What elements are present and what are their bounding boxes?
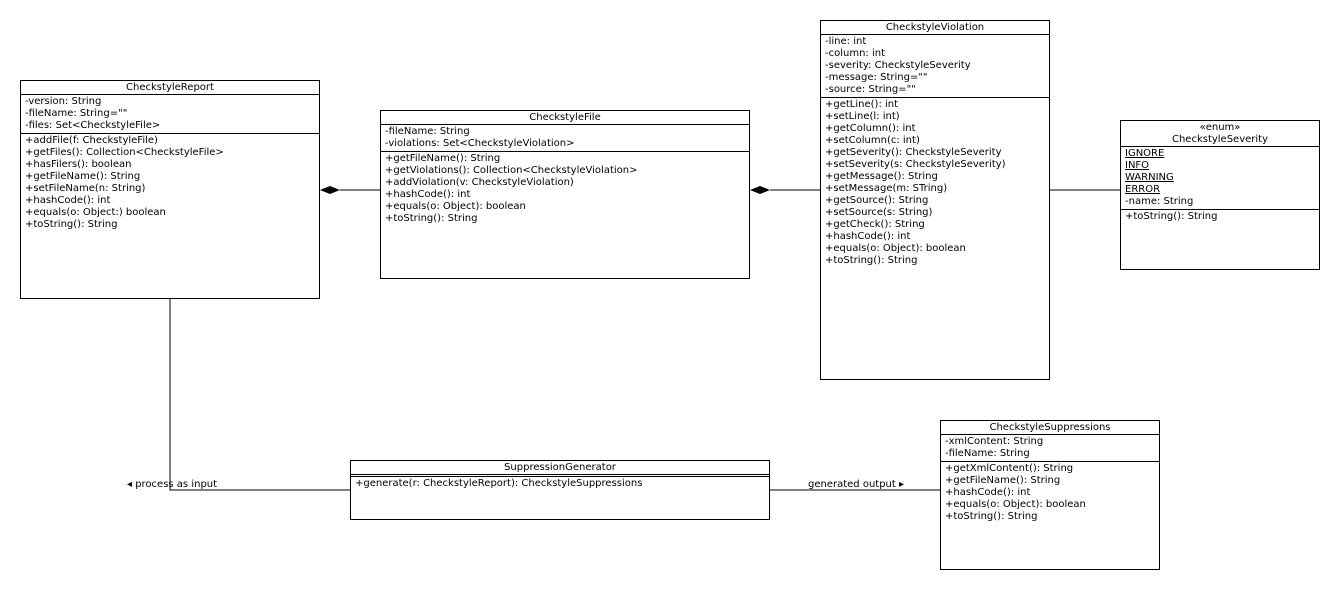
enum-literal: ERROR: [1125, 184, 1161, 195]
operation: +getViolations(): Collection<CheckstyleV…: [385, 165, 638, 176]
attribute: -xmlContent: String: [945, 436, 1044, 447]
attribute: -fileName: String: [385, 126, 470, 137]
operation: +getCheck(): String: [825, 219, 925, 230]
class-operations: +toString(): String: [1121, 210, 1319, 224]
label-process-as-input: ◂ process as input: [127, 479, 218, 490]
enum-literal: INFO: [1125, 160, 1150, 171]
operation: +getFileName(): String: [385, 153, 501, 164]
attribute: -column: int: [825, 48, 886, 59]
operation: +setLine(l: int): [825, 111, 900, 122]
class-name-checkstyle-violation: CheckstyleViolation: [821, 21, 1049, 35]
operation: +toString(): String: [1125, 211, 1218, 222]
class-operations: +getXmlContent(): String +getFileName():…: [941, 462, 1159, 524]
operation: +setSource(s: String): [825, 207, 933, 218]
attribute: -name: String: [1125, 196, 1194, 207]
operation: +hashCode(): int: [25, 195, 111, 206]
enum-checkstyle-severity[interactable]: «enum» CheckstyleSeverity IGNORE INFO WA…: [1120, 120, 1320, 270]
operation: +getSeverity(): CheckstyleSeverity: [825, 147, 1002, 158]
attribute: -fileName: String="": [25, 108, 128, 119]
operation: +getLine(): int: [825, 99, 899, 110]
attribute: -files: Set<CheckstyleFile>: [25, 120, 161, 131]
operation: +addViolation(v: CheckstyleViolation): [385, 177, 574, 188]
class-attributes: -version: String -fileName: String="" -f…: [21, 95, 319, 134]
class-checkstyle-violation[interactable]: CheckstyleViolation -line: int -column: …: [820, 20, 1050, 380]
operation: +getFiles(): Collection<CheckstyleFile>: [25, 147, 224, 158]
enum-name-checkstyle-severity: «enum» CheckstyleSeverity: [1121, 121, 1319, 147]
operation: +hashCode(): int: [945, 487, 1031, 498]
class-name-checkstyle-report: CheckstyleReport: [21, 81, 319, 95]
operation: +hashCode(): int: [385, 189, 471, 200]
operation: +equals(o: Object:) boolean: [25, 207, 166, 218]
class-attributes: -fileName: String -violations: Set<Check…: [381, 125, 749, 152]
enum-name: CheckstyleSeverity: [1171, 134, 1269, 145]
operation: +addFile(f: CheckstyleFile): [25, 135, 158, 146]
operation: +toString(): String: [385, 213, 478, 224]
enum-literals-and-attributes: IGNORE INFO WARNING ERROR -name: String: [1121, 147, 1319, 210]
label-generated-output: generated output ▸: [808, 479, 905, 490]
operation: +hashCode(): int: [825, 231, 911, 242]
operation: +equals(o: Object): boolean: [825, 243, 966, 254]
file-violation-composition-diamond: [750, 186, 770, 194]
class-suppression-generator[interactable]: SuppressionGenerator +generate(r: Checks…: [350, 460, 770, 520]
operation: +getFileName(): String: [25, 171, 141, 182]
operation: +setSeverity(s: CheckstyleSeverity): [825, 159, 1006, 170]
operation: +setColumn(c: int): [825, 135, 920, 146]
operation: +getMessage(): String: [825, 171, 938, 182]
report-file-composition-diamond: [320, 186, 340, 194]
enum-literal: WARNING: [1125, 172, 1174, 183]
class-name-suppression-generator: SuppressionGenerator: [351, 461, 769, 477]
attribute: -message: String="": [825, 72, 928, 83]
attribute: -violations: Set<CheckstyleViolation>: [385, 138, 575, 149]
operation: +toString(): String: [25, 219, 118, 230]
class-attributes: -xmlContent: String -fileName: String: [941, 435, 1159, 462]
class-attributes: -line: int -column: int -severity: Check…: [821, 35, 1049, 98]
class-checkstyle-report[interactable]: CheckstyleReport -version: String -fileN…: [20, 80, 320, 299]
operation: +equals(o: Object): boolean: [385, 201, 526, 212]
class-operations: +generate(r: CheckstyleReport): Checksty…: [351, 477, 769, 491]
class-checkstyle-file[interactable]: CheckstyleFile -fileName: String -violat…: [380, 110, 750, 279]
operation: +setFileName(n: String): [25, 183, 146, 194]
class-operations: +getLine(): int +setLine(l: int) +getCol…: [821, 98, 1049, 268]
attribute: -version: String: [25, 96, 102, 107]
class-checkstyle-suppressions[interactable]: CheckstyleSuppressions -xmlContent: Stri…: [940, 420, 1160, 570]
operation: +getSource(): String: [825, 195, 929, 206]
attribute: -line: int: [825, 36, 867, 47]
operation: +hasFilers(): boolean: [25, 159, 132, 170]
report-generator-association-line: [169, 298, 350, 491]
operation: +setMessage(m: STring): [825, 183, 948, 194]
operation: +toString(): String: [825, 255, 918, 266]
class-name-checkstyle-suppressions: CheckstyleSuppressions: [941, 421, 1159, 435]
class-operations: +getFileName(): String +getViolations():…: [381, 152, 749, 226]
operation: +toString(): String: [945, 511, 1038, 522]
operation: +equals(o: Object): boolean: [945, 499, 1086, 510]
attribute: -severity: CheckstyleSeverity: [825, 60, 971, 71]
class-name-checkstyle-file: CheckstyleFile: [381, 111, 749, 125]
operation: +getXmlContent(): String: [945, 463, 1074, 474]
operation: +generate(r: CheckstyleReport): Checksty…: [355, 478, 643, 489]
operation: +getFileName(): String: [945, 475, 1061, 486]
attribute: -source: String="": [825, 84, 916, 95]
class-operations: +addFile(f: CheckstyleFile) +getFiles():…: [21, 134, 319, 232]
enum-stereotype: «enum»: [1199, 122, 1241, 133]
operation: +getColumn(): int: [825, 123, 916, 134]
attribute: -fileName: String: [945, 448, 1030, 459]
enum-literal: IGNORE: [1125, 148, 1165, 159]
